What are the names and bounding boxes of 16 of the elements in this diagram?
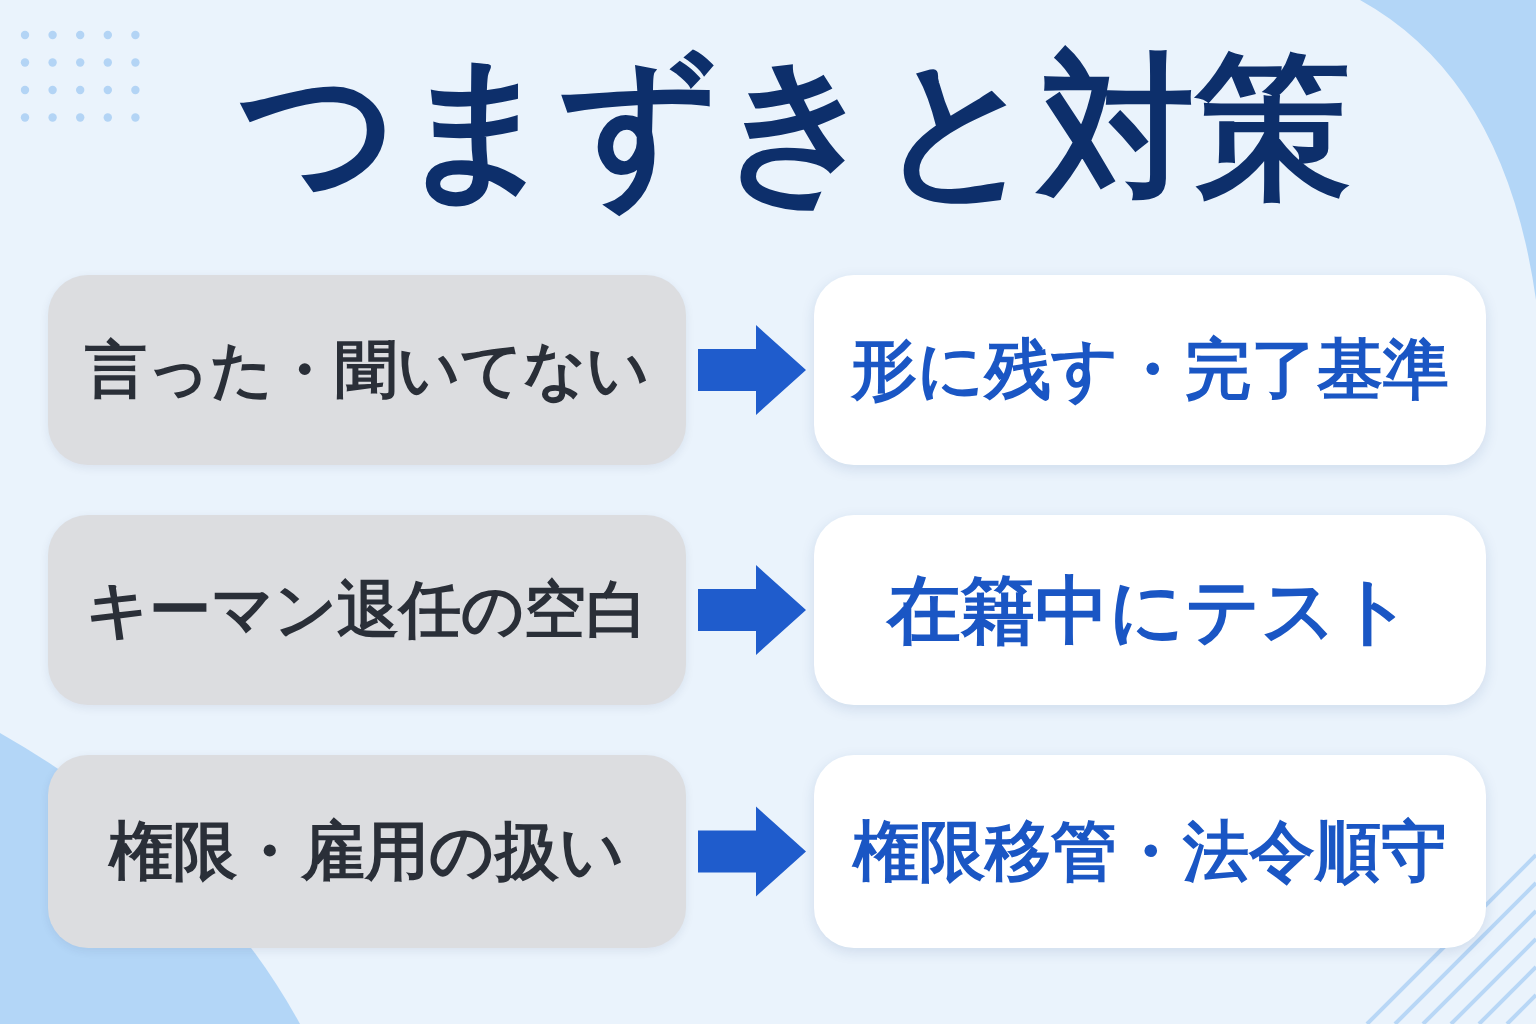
arrow bbox=[698, 565, 806, 655]
problem-text: キーマン退任の空白 bbox=[86, 572, 648, 648]
problem-card bbox=[48, 755, 686, 948]
solution-text: 在籍中にテスト bbox=[887, 565, 1413, 655]
solution-card bbox=[814, 515, 1486, 705]
problem-text: 権限・雇用の扱い bbox=[109, 813, 625, 890]
solution-text: 形に残す・完了基準 bbox=[851, 330, 1449, 410]
problem-text: 言った・聞いてない bbox=[85, 332, 649, 408]
solution-text: 権限移管・法令順守 bbox=[853, 811, 1447, 892]
arrow bbox=[698, 806, 806, 897]
title: つまずきと対策 bbox=[238, 42, 1352, 214]
solution-card bbox=[814, 755, 1486, 948]
problem-card bbox=[48, 275, 686, 465]
solution-card bbox=[814, 275, 1486, 465]
arrow bbox=[698, 325, 806, 415]
problem-card bbox=[48, 515, 686, 705]
